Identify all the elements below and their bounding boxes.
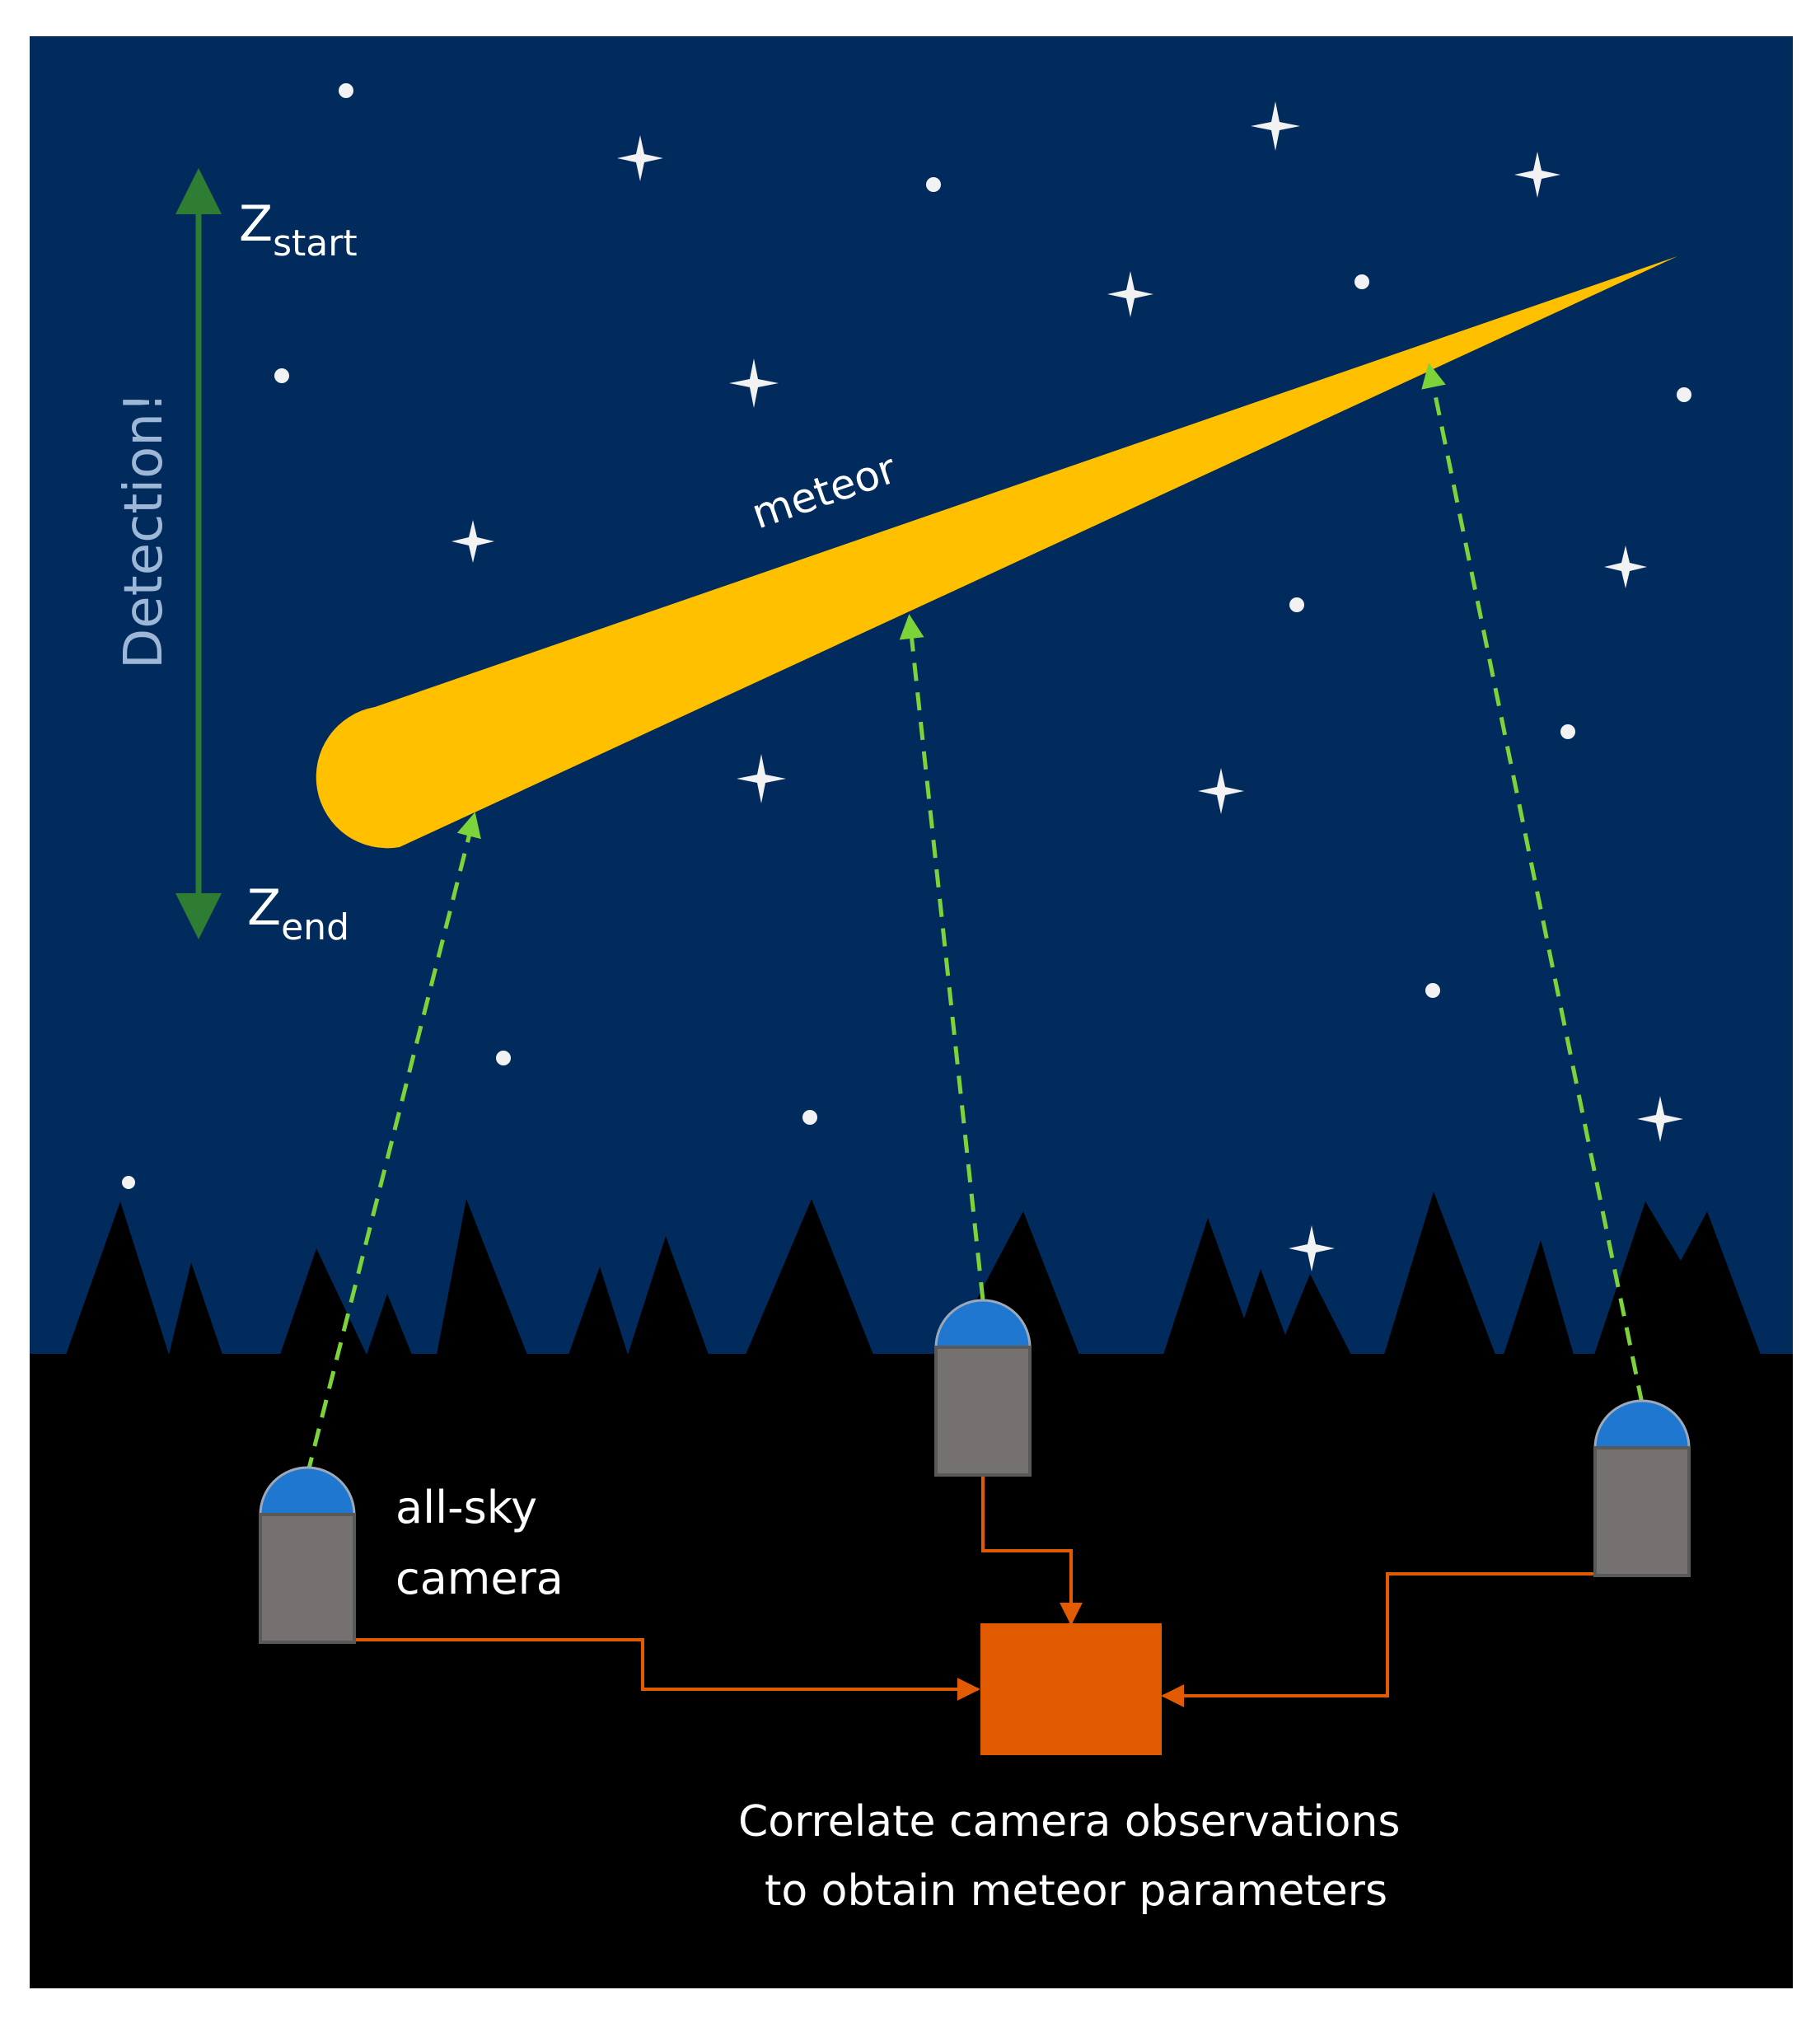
four-point-star-icon — [1514, 152, 1560, 198]
meteor-trail — [316, 256, 1677, 849]
star-dot-icon — [926, 177, 941, 192]
four-point-star-icon — [1289, 1225, 1335, 1271]
all-sky-camera-right — [1593, 1399, 1691, 1577]
caption: Correlate camera observations to obtain … — [738, 1797, 1414, 1916]
data-connectors — [305, 1477, 1595, 1707]
star-cross-group — [451, 101, 1683, 1271]
z-end-main: Z — [247, 879, 281, 937]
connector-left — [305, 1638, 980, 1701]
camera-label-line2: camera — [395, 1552, 564, 1604]
star-field — [122, 83, 1691, 1189]
star-dot-icon — [122, 1176, 135, 1189]
star-dot-icon — [1354, 274, 1369, 289]
connector-right — [1161, 1572, 1595, 1707]
four-point-star-icon — [1251, 101, 1300, 151]
camera-dome-icon — [259, 1466, 356, 1516]
camera-body-icon — [259, 1513, 356, 1644]
camera-dome-icon — [934, 1299, 1032, 1349]
star-dot-icon — [1560, 724, 1575, 739]
four-point-star-icon — [1604, 545, 1647, 588]
four-point-star-icon — [1637, 1096, 1683, 1142]
sight-line-right — [1421, 363, 1645, 1404]
connector-center — [981, 1477, 1083, 1626]
z-start-main: Z — [239, 195, 273, 253]
star-dot-icon — [1425, 983, 1440, 998]
four-point-star-icon — [729, 358, 779, 408]
star-dot-icon — [274, 368, 289, 383]
four-point-star-icon — [617, 135, 663, 181]
sight-line-left — [305, 812, 481, 1476]
camera-body-icon — [1593, 1446, 1691, 1577]
star-dot-icon — [1289, 597, 1304, 612]
four-point-star-icon — [1198, 768, 1244, 814]
detection-label: Detection! — [114, 391, 175, 669]
all-sky-camera-left — [259, 1466, 356, 1644]
four-point-star-icon — [451, 520, 494, 563]
star-dot-icon — [802, 1110, 817, 1125]
z-end-subscript: end — [281, 906, 349, 948]
star-dot-icon — [496, 1051, 511, 1065]
z-end-label: Zend — [247, 879, 349, 948]
z-start-subscript: start — [273, 222, 357, 265]
camera-label: all-sky camera — [395, 1482, 564, 1604]
four-point-star-icon — [1107, 271, 1153, 317]
caption-line2: to obtain meteor parameters — [765, 1866, 1387, 1916]
processing-unit-icon — [980, 1623, 1162, 1755]
camera-dome-icon — [1593, 1399, 1691, 1449]
caption-line1: Correlate camera observations — [738, 1797, 1401, 1847]
z-start-label: Zstart — [239, 195, 358, 265]
ground — [30, 1354, 1793, 1988]
sight-lines — [305, 363, 1645, 1476]
star-dot-icon — [1677, 387, 1691, 402]
tree-silhouette — [30, 1192, 1793, 1368]
four-point-star-icon — [737, 754, 786, 803]
camera-body-icon — [934, 1346, 1032, 1477]
all-sky-camera-center — [934, 1299, 1032, 1477]
camera-label-line1: all-sky — [395, 1482, 537, 1533]
star-dot-icon — [339, 83, 353, 98]
sight-line-center — [899, 614, 985, 1301]
